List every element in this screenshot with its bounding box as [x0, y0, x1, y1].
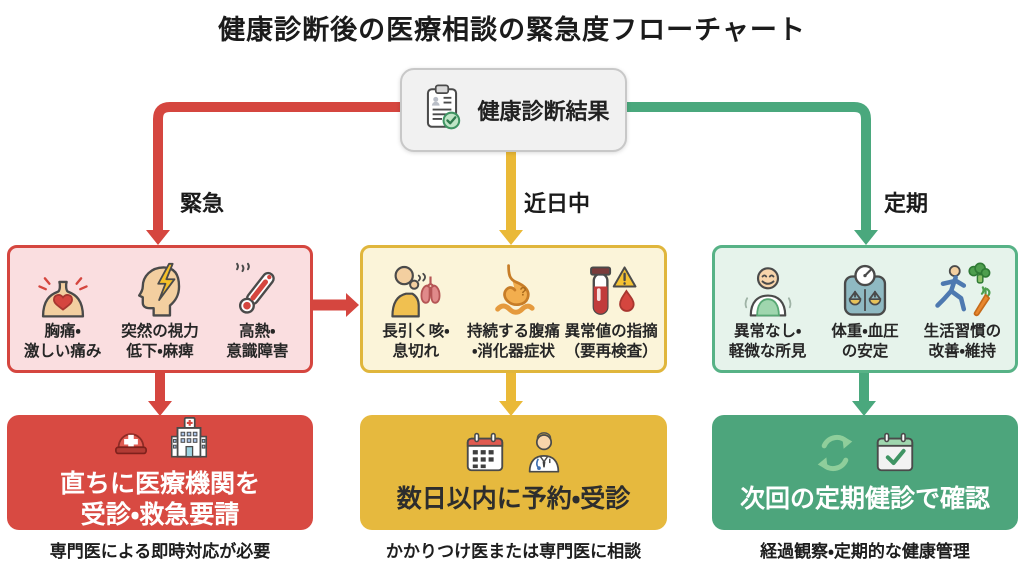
criteria-item: 胸痛・ 激しい痛み [14, 260, 111, 362]
criteria-label: 体重・血圧 の安定 [831, 322, 899, 360]
criteria-label: 異常なし・ 軽微な所見 [728, 322, 807, 360]
action-box-soon: 数日以内に予約・受診 [360, 415, 667, 530]
action-icons [811, 430, 919, 481]
cough-lungs-icon [385, 260, 447, 320]
root-node-label: 健康診断結果 [477, 99, 610, 124]
criteria-item: ? 持続する腹痛 ・消化器症状 [465, 260, 563, 362]
doctor-icon [521, 430, 567, 481]
action-icons [108, 415, 212, 466]
criteria-item: 体重・血圧 の安定 [816, 260, 913, 362]
criteria-label: 異常値の指摘 （要再検査） [564, 322, 658, 360]
action-icons [461, 430, 567, 481]
branch-label-soon: 近日中 [524, 191, 591, 216]
criteria-label: 胸痛・ 激しい痛み [23, 322, 102, 360]
svg-text:?: ? [519, 285, 526, 298]
criteria-label: 長引く咳・ 息切れ [382, 322, 450, 360]
criteria-label: 生活習慣の 改善・維持 [923, 322, 1002, 360]
head-lightning-icon [130, 260, 190, 320]
criteria-label: 高熱・ 意識障害 [226, 322, 289, 360]
criteria-box-soon: 長引く咳・ 息切れ ? 持続する腹痛 ・消化器症状 [360, 245, 667, 373]
criteria-item: 生活習慣の 改善・維持 [914, 260, 1011, 362]
branch-label-urgent: 緊急 [180, 191, 225, 216]
scale-icon [835, 260, 895, 320]
criteria-item: 長引く咳・ 息切れ [367, 260, 465, 362]
branch-label-regular: 定期 [884, 191, 929, 216]
calendar-icon [461, 430, 509, 481]
action-label: 次回の定期健診で確認 [739, 485, 990, 514]
criteria-box-urgent: 胸痛・ 激しい痛み 突然の視力 低下・麻痺 [7, 245, 313, 373]
action-box-regular: 次回の定期健診で確認 [712, 415, 1018, 530]
root-node-health-checkup-result: 健康診断結果 [400, 68, 627, 152]
criteria-item: 高熱・ 意識障害 [209, 260, 306, 362]
criteria-item: 異常値の指摘 （要再検査） [562, 260, 660, 362]
criteria-item: 突然の視力 低下・麻痺 [111, 260, 208, 362]
runner-vegetables-icon [931, 260, 993, 320]
smiling-person-icon [738, 260, 798, 320]
calendar-check-icon [871, 430, 919, 481]
caption-soon: かかりつけ医または専門医に相談 [385, 542, 642, 561]
page-title: 健康診断後の医療相談の緊急度フローチャート [218, 15, 806, 45]
criteria-label: 突然の視力 低下・麻痺 [121, 322, 199, 360]
criteria-item: 異常なし・ 軽微な所見 [719, 260, 816, 362]
caption-urgent: 専門医による即時対応が必要 [49, 542, 271, 561]
action-box-urgent: 直ちに医療機関を 受診・救急要請 [7, 415, 313, 530]
action-label: 直ちに医療機関を 受診・救急要請 [59, 470, 260, 529]
stomach-icon: ? [484, 260, 544, 320]
action-label: 数日以内に予約・受診 [396, 485, 631, 514]
emergency-light-icon [108, 417, 154, 466]
criteria-label: 持続する腹痛 ・消化器症状 [467, 322, 561, 360]
chest-pain-icon [33, 260, 93, 320]
clipboard-check-icon [417, 81, 467, 140]
blood-test-icon [581, 260, 641, 320]
thermometer-icon [227, 260, 287, 320]
refresh-icon [811, 430, 859, 481]
hospital-icon [166, 415, 212, 466]
caption-regular: 経過観察・定期的な健康管理 [760, 542, 970, 561]
criteria-box-regular: 異常なし・ 軽微な所見 体重・血圧 の安定 [712, 245, 1018, 373]
